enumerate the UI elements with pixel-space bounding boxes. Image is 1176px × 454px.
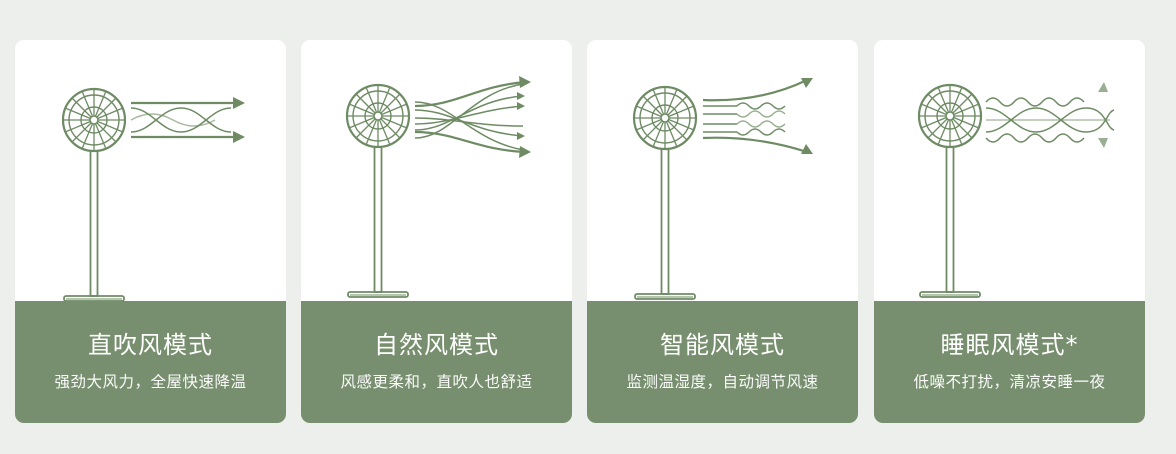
smart-wind-fan-icon (587, 40, 858, 302)
mode-title: 睡眠风模式* (940, 331, 1079, 359)
mode-subtitle: 风感更柔和，直吹人也舒适 (340, 373, 533, 391)
mode-card-direct[interactable]: 直吹风模式 强劲大风力，全屋快速降温 (15, 40, 286, 423)
mode-caption: 直吹风模式 强劲大风力，全屋快速降温 (15, 301, 286, 423)
mode-subtitle: 强劲大风力，全屋快速降温 (54, 373, 247, 391)
natural-wind-fan-icon (301, 40, 572, 302)
mode-subtitle: 监测温湿度，自动调节风速 (626, 373, 819, 391)
mode-card-natural[interactable]: 自然风模式 风感更柔和，直吹人也舒适 (301, 40, 572, 423)
mode-caption: 睡眠风模式* 低噪不打扰，清凉安睡一夜 (874, 301, 1145, 423)
mode-subtitle: 低噪不打扰，清凉安睡一夜 (913, 373, 1106, 391)
mode-card-sleep[interactable]: 睡眠风模式* 低噪不打扰，清凉安睡一夜 (874, 40, 1145, 423)
mode-title: 智能风模式 (660, 331, 785, 359)
sleep-wind-fan-icon (874, 40, 1145, 302)
mode-title: 自然风模式 (374, 331, 499, 359)
mode-title: 直吹风模式 (88, 331, 213, 359)
mode-caption: 自然风模式 风感更柔和，直吹人也舒适 (301, 301, 572, 423)
mode-caption: 智能风模式 监测温湿度，自动调节风速 (587, 301, 858, 423)
mode-card-smart[interactable]: 智能风模式 监测温湿度，自动调节风速 (587, 40, 858, 423)
direct-wind-fan-icon (15, 40, 286, 302)
